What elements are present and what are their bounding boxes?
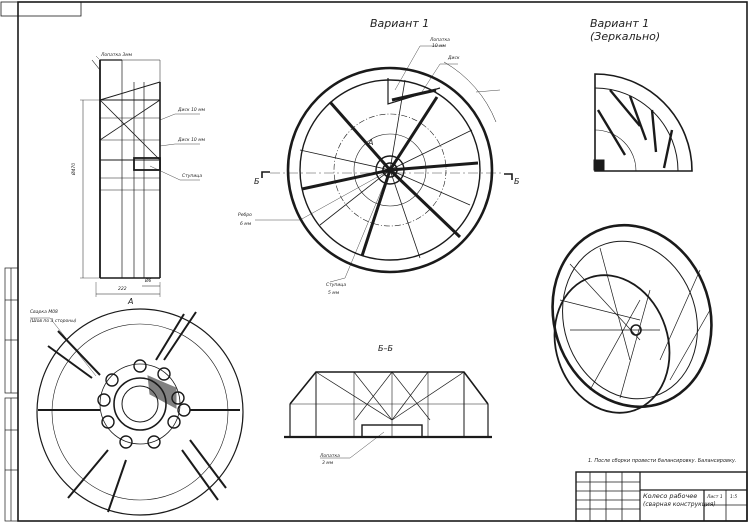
callout-section-part-t: 3 мм xyxy=(322,461,334,466)
callout-front-blade-t: 10 мм xyxy=(432,44,446,49)
callout-front-disk: Диск xyxy=(448,56,460,61)
dim-side-height: Ø470 xyxy=(72,162,77,175)
callout-detail-weld2: (Шов по 3 стороны) xyxy=(30,319,77,324)
title-sheet: Лист 1 xyxy=(707,495,723,500)
sheet-frame xyxy=(17,1,748,522)
left-margin-strip xyxy=(4,267,19,522)
callout-detail-weld: Сварка М08 xyxy=(30,310,58,315)
isometric-view xyxy=(551,223,713,414)
title-variant1-mirror: Вариант 1 xyxy=(590,17,650,30)
title-variant1: Вариант 1 xyxy=(370,17,430,30)
callout-front-blade: Лопатка xyxy=(430,38,450,43)
detail-view-a xyxy=(30,308,244,516)
cut-mark-b-right: Б xyxy=(514,177,520,186)
callout-side-blade: Лопатка 3мм xyxy=(101,53,133,58)
title-mirror-sub: (Зеркально) xyxy=(590,30,661,43)
front-view xyxy=(255,45,513,283)
callout-front-rib-t: 6 мм xyxy=(240,222,252,227)
callout-front-hub: Ступица xyxy=(326,283,347,288)
section-bb xyxy=(284,371,492,459)
mirror-view xyxy=(593,73,693,172)
callout-side-disk2: Диск 10 мм xyxy=(178,138,206,143)
title-section-bb: Б–Б xyxy=(378,344,393,353)
title-scale: 1:5 xyxy=(730,495,738,500)
dim-side-width2: Ø6 xyxy=(145,279,152,284)
cut-mark-b-left: Б xyxy=(254,177,260,186)
callout-section-part: Лопатка xyxy=(320,454,340,459)
title-name-line1: Колесо рабочее xyxy=(643,492,698,500)
drawing-note: 1. После сборки провести балансировку. Б… xyxy=(588,458,737,464)
callout-front-rib: Ребро xyxy=(238,213,252,218)
callout-front-hub-t: 5 мм xyxy=(328,291,340,296)
title-name-line2: (сварная конструкция) xyxy=(643,501,716,508)
title-block xyxy=(575,471,748,522)
top-left-stamp xyxy=(0,1,82,17)
side-view xyxy=(80,55,200,297)
title-view-a: А xyxy=(128,297,134,306)
dim-side-width: 222 xyxy=(118,287,127,292)
callout-side-disk1: Диск 10 мм xyxy=(178,108,206,113)
callout-side-hub: Ступица xyxy=(182,174,203,179)
label-center-a: А xyxy=(368,138,374,147)
